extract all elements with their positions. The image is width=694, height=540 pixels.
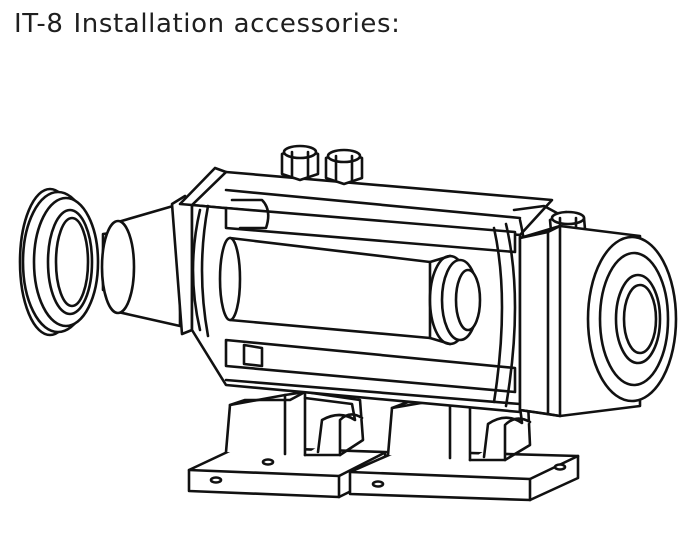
model-name: IT-8 — [14, 9, 64, 39]
page-title: IT-8 Installation accessories: — [14, 4, 401, 44]
right-end-cap — [518, 224, 678, 418]
top-nut-left — [280, 144, 320, 182]
main-housing — [178, 166, 572, 414]
mounting-base-right — [348, 393, 580, 502]
sealing-ring — [18, 187, 100, 337]
left-end-cap — [100, 194, 194, 336]
mounting-base-left — [187, 390, 388, 499]
top-nut-right — [324, 148, 364, 186]
title-label: Installation accessories: — [73, 9, 401, 39]
